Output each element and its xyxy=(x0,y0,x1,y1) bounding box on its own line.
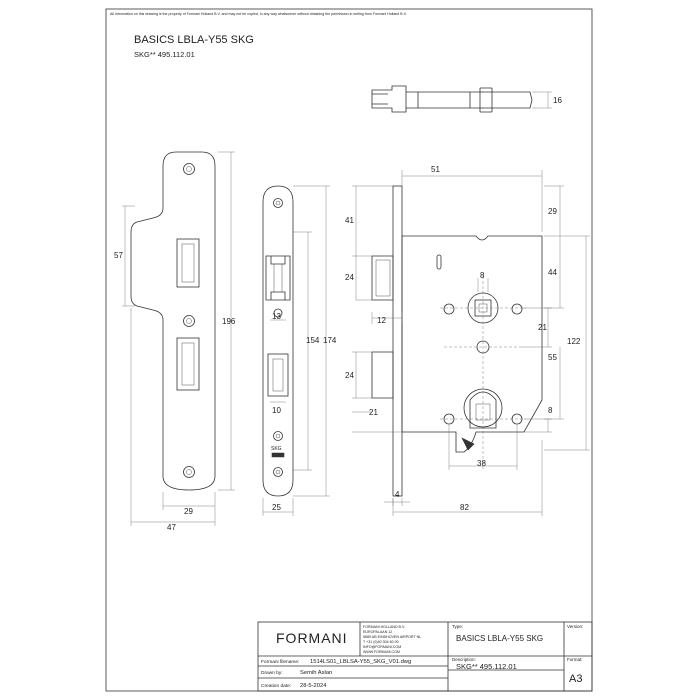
sheet-border xyxy=(105,8,593,692)
body-center-lines xyxy=(440,276,526,470)
description-label: Description: xyxy=(452,657,476,662)
company-line-6: WWW.FORMANI.COM xyxy=(363,650,400,654)
creation-date-value: 28-5-2024 xyxy=(300,683,327,689)
dim-51: 51 xyxy=(431,165,440,174)
company-line-2: EUROPALAAN 12 xyxy=(363,630,392,634)
company-line-3: 5689 AB EINDHOVEN AIRPORT NL xyxy=(363,635,421,639)
dim-55: 55 xyxy=(548,353,557,362)
dim-24-latch: 24 xyxy=(345,273,354,282)
dim-8-top: 8 xyxy=(480,271,485,280)
company-line-1: FORMANI HOLLAND B.V. xyxy=(363,625,405,629)
format-label: Format: xyxy=(567,657,583,662)
description-value: SKG** 495.112.01 xyxy=(456,662,517,671)
dim-16: 16 xyxy=(553,96,562,105)
filename-value: 1514LS01_LBLSA-Y55_SKG_V01.dwg xyxy=(310,659,411,665)
type-label: Type: xyxy=(452,624,463,629)
faceplate-dimension-lines xyxy=(262,185,330,516)
company-line-5: INFO@FORMANI.COM xyxy=(363,645,401,649)
dim-38: 38 xyxy=(477,459,486,468)
dim-4: 4 xyxy=(395,490,400,499)
dim-122: 122 xyxy=(567,337,581,346)
formani-logo: FORMANI xyxy=(276,630,348,646)
dim-57: 57 xyxy=(114,251,123,260)
filename-label: Formani filename: xyxy=(261,659,299,665)
drawn-by-label: Drawn by: xyxy=(261,670,283,676)
strike-plate xyxy=(130,151,216,491)
lock-faceplate: SKG xyxy=(262,185,294,497)
format-value: A3 xyxy=(569,673,582,685)
drawn-by-value: Semih Aslan xyxy=(300,670,332,676)
type-value: BASICS LBLA-Y55 SKG xyxy=(456,634,543,643)
body-dimension-lines xyxy=(352,170,590,516)
bolt-top-view xyxy=(371,85,552,113)
strike-dimension-lines xyxy=(122,151,235,526)
dim-29: 29 xyxy=(184,507,193,516)
dim-24-deadbolt: 24 xyxy=(345,371,354,380)
dim-10: 10 xyxy=(272,406,281,415)
title-block xyxy=(257,621,593,692)
lock-body xyxy=(371,185,543,497)
dim-41: 41 xyxy=(345,216,354,225)
svg-text:SKG: SKG xyxy=(271,446,282,452)
dim-13: 13 xyxy=(272,312,281,321)
dim-21-body: 21 xyxy=(538,323,547,332)
dim-12: 12 xyxy=(377,316,386,325)
creation-date-label: Creation date: xyxy=(261,683,291,689)
dim-47: 47 xyxy=(167,523,176,532)
dim-196: 196 xyxy=(222,317,236,326)
dim-174: 174 xyxy=(323,336,337,345)
version-label: Version: xyxy=(567,624,583,629)
dim-21-lower: 21 xyxy=(369,408,378,417)
drawing-code: SKG** 495.112.01 xyxy=(134,50,195,59)
drawing-title: BASICS LBLA-Y55 SKG xyxy=(134,34,254,46)
company-line-4: T +31 (0)40 304 60 00 xyxy=(363,640,399,644)
dim-29-body: 29 xyxy=(548,207,557,216)
dim-25: 25 xyxy=(272,503,281,512)
dim-154: 154 xyxy=(306,336,320,345)
copyright-notice: All information on this drawing is the p… xyxy=(110,12,407,16)
dim-44: 44 xyxy=(548,268,557,277)
dim-82: 82 xyxy=(460,503,469,512)
dim-8-bottom: 8 xyxy=(548,406,553,415)
